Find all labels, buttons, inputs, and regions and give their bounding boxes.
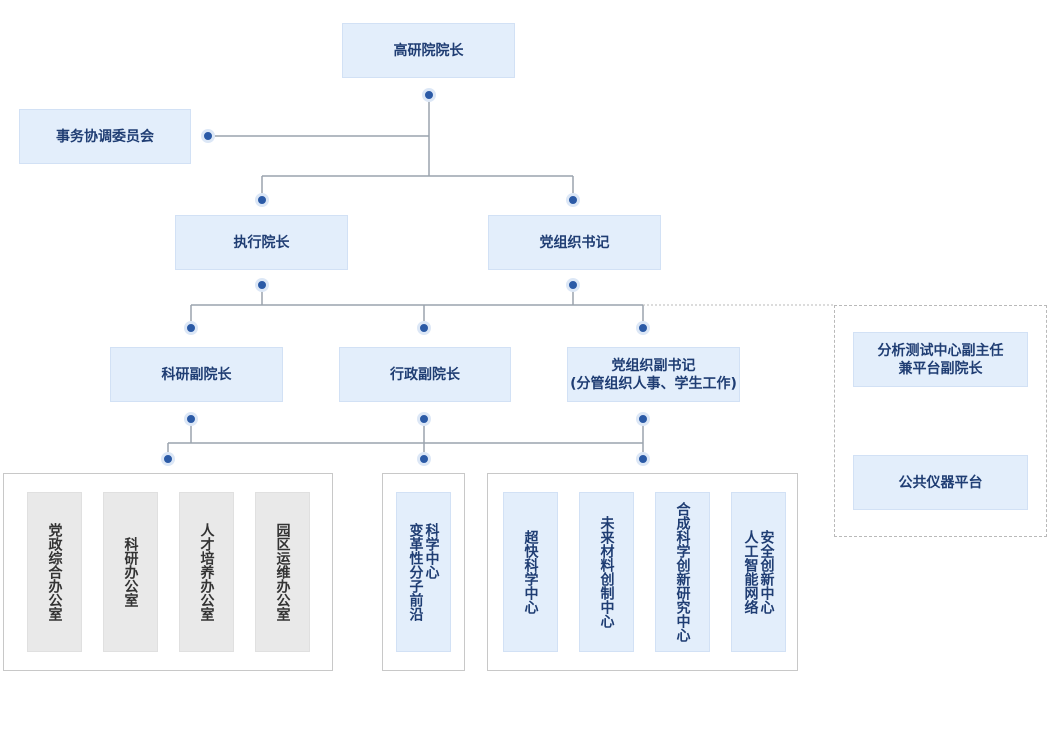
connector-dot bbox=[255, 193, 269, 207]
office-box: 园区运维办公室 bbox=[255, 492, 310, 652]
office-label: 科研办公室 bbox=[122, 537, 139, 607]
center-box: 安全创新中心 人工智能网络 bbox=[731, 492, 786, 652]
connector-dot bbox=[255, 278, 269, 292]
connector-dot bbox=[566, 193, 580, 207]
instrument-platform-node: 公共仪器平台 bbox=[853, 455, 1028, 510]
office-box: 党政综合办公室 bbox=[27, 492, 82, 652]
frontier-center-label: 科学中心 变革性分子前沿 bbox=[407, 523, 440, 621]
connector-dot bbox=[184, 321, 198, 335]
connector-dot bbox=[636, 412, 650, 426]
research-centers-group: 超快科学中心 未来材料创制中心 合成科学创新研究中心 安全创新中心 人工智能网络 bbox=[487, 473, 798, 671]
center-label: 合成科学创新研究中心 bbox=[674, 502, 691, 642]
center-box: 超快科学中心 bbox=[503, 492, 558, 652]
connector-dot bbox=[201, 129, 215, 143]
party-secretary-node: 党组织书记 bbox=[488, 215, 661, 270]
affairs-committee-node: 事务协调委员会 bbox=[19, 109, 191, 164]
center-box: 未来材料创制中心 bbox=[579, 492, 634, 652]
offices-group: 党政综合办公室 科研办公室 人才培养办公室 园区运维办公室 bbox=[3, 473, 333, 671]
center-label: 安全创新中心 人工智能网络 bbox=[742, 530, 775, 614]
connector-dot bbox=[566, 278, 580, 292]
office-box: 科研办公室 bbox=[103, 492, 158, 652]
center-label: 未来材料创制中心 bbox=[598, 516, 615, 628]
connector-dot bbox=[636, 452, 650, 466]
frontier-center-group: 科学中心 变革性分子前沿 bbox=[382, 473, 465, 671]
connector-dot bbox=[417, 412, 431, 426]
deputy-party-secretary-node: 党组织副书记 (分管组织人事、学生工作) bbox=[567, 347, 740, 402]
center-box: 合成科学创新研究中心 bbox=[655, 492, 710, 652]
research-vp-node: 科研副院长 bbox=[110, 347, 283, 402]
connector-dot bbox=[422, 88, 436, 102]
connector-dot bbox=[636, 321, 650, 335]
office-label: 党政综合办公室 bbox=[46, 523, 63, 621]
analysis-center-vp-node: 分析测试中心副主任 兼平台副院长 bbox=[853, 332, 1028, 387]
connector-dot bbox=[417, 452, 431, 466]
office-label: 园区运维办公室 bbox=[274, 523, 291, 621]
connector-dot bbox=[161, 452, 175, 466]
office-box: 人才培养办公室 bbox=[179, 492, 234, 652]
office-label: 人才培养办公室 bbox=[198, 523, 215, 621]
connector-dot bbox=[184, 412, 198, 426]
center-label: 超快科学中心 bbox=[522, 530, 539, 614]
president-node: 高研院院长 bbox=[342, 23, 515, 78]
connector-dot bbox=[417, 321, 431, 335]
executive-vp-node: 执行院长 bbox=[175, 215, 348, 270]
admin-vp-node: 行政副院长 bbox=[339, 347, 511, 402]
frontier-center-box: 科学中心 变革性分子前沿 bbox=[396, 492, 451, 652]
